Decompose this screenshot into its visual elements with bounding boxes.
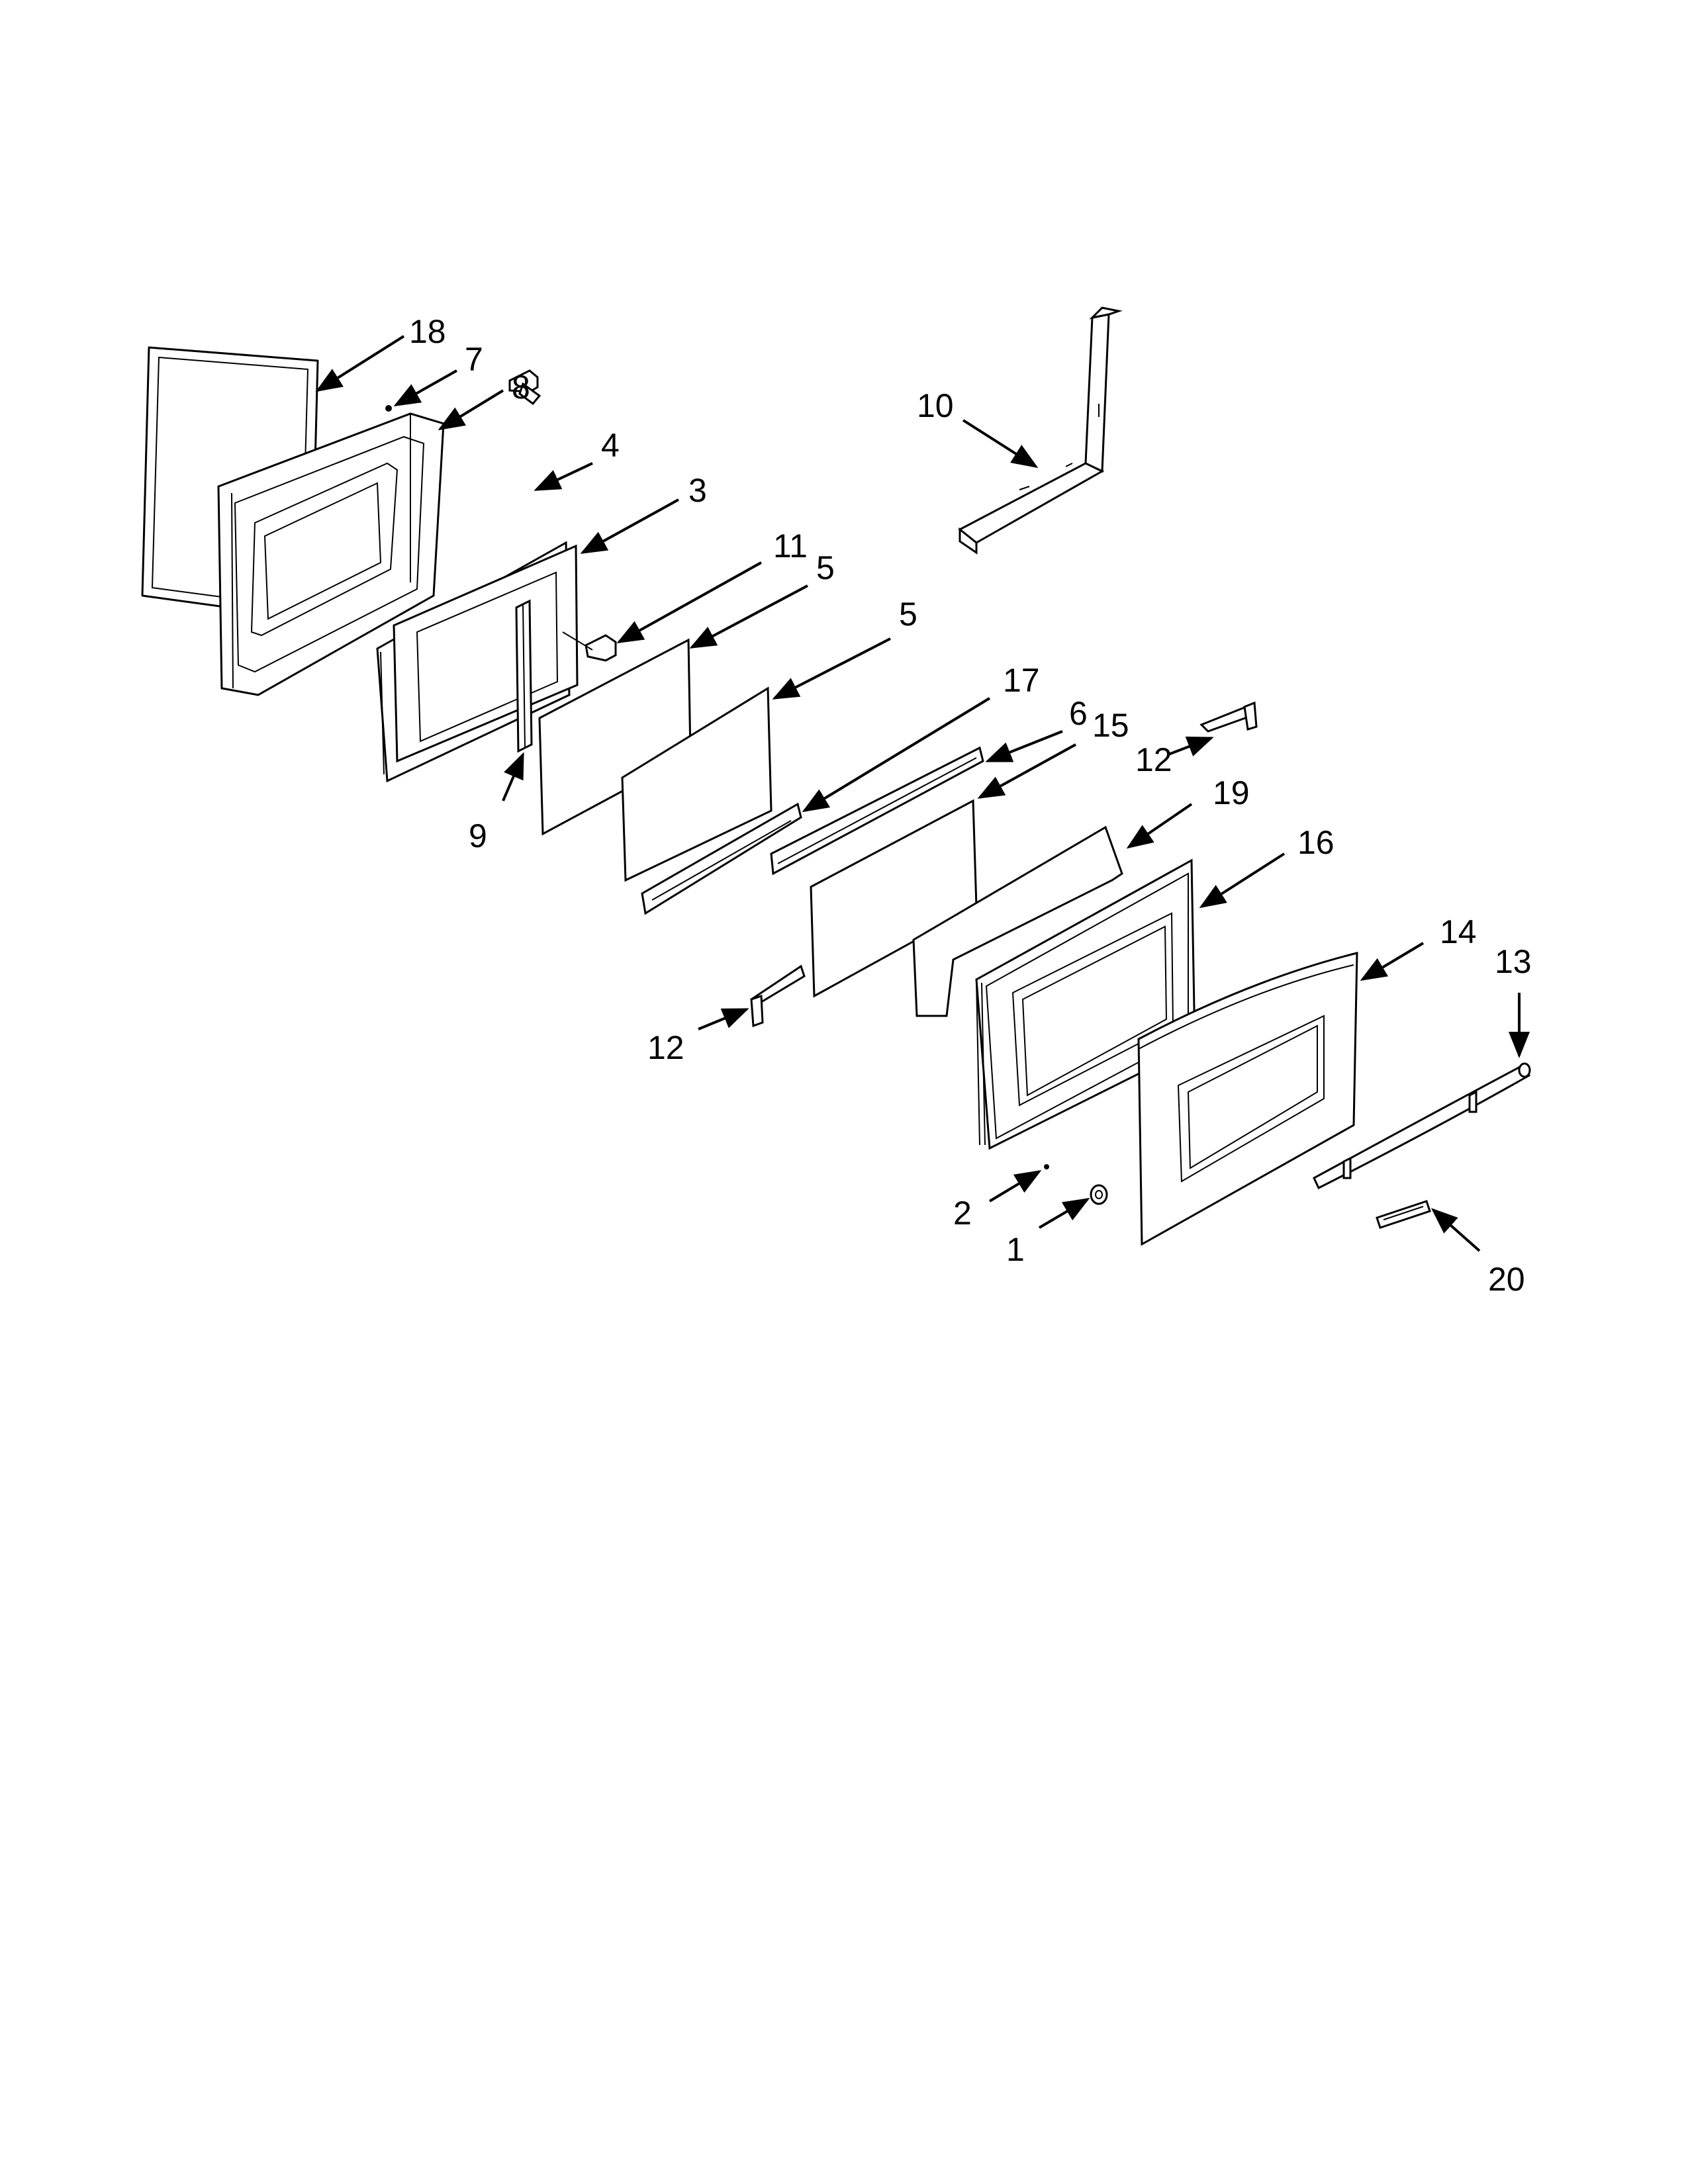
callout-6: 6 [1069, 695, 1088, 732]
part-11-screw [562, 631, 617, 662]
part-20-nameplate [1376, 1200, 1431, 1229]
callout-12-lower: 12 [647, 1029, 684, 1066]
leader-1 [1038, 1197, 1090, 1229]
leader-19 [1126, 803, 1193, 849]
callout-7: 7 [465, 341, 483, 378]
part-6-long-strip [770, 746, 984, 876]
leader-lines [315, 335, 1530, 1252]
leader-5b [772, 637, 891, 700]
callout-13: 13 [1495, 943, 1532, 980]
part-7-screw [385, 405, 392, 412]
callout-19: 19 [1213, 774, 1250, 811]
leader-4 [534, 462, 593, 491]
callout-numbers: 18 7 8 4 3 11 5 5 9 10 17 6 15 12 12 19 … [409, 313, 1532, 1298]
part-9-side-channel [515, 599, 533, 753]
callout-20: 20 [1488, 1261, 1525, 1298]
callout-12-upper: 12 [1135, 741, 1172, 778]
leader-18 [315, 335, 405, 392]
callout-9: 9 [469, 817, 487, 854]
leader-9 [502, 752, 524, 801]
callout-5a: 5 [816, 549, 835, 586]
leader-8 [438, 389, 504, 431]
leader-16 [1199, 852, 1286, 909]
leader-15 [977, 743, 1076, 799]
part-1-grommet [1090, 1184, 1108, 1205]
leader-10 [962, 419, 1039, 469]
leader-20 [1431, 1208, 1481, 1252]
callout-16: 16 [1297, 824, 1335, 861]
part-12-hinge-bracket-upper [1199, 701, 1258, 733]
callout-1: 1 [1006, 1231, 1025, 1268]
callout-15: 15 [1092, 707, 1129, 744]
leader-2 [988, 1169, 1042, 1203]
callout-17: 17 [1003, 662, 1040, 699]
leader-3 [580, 498, 679, 554]
leader-5a [689, 584, 808, 649]
callout-11: 11 [773, 527, 808, 565]
part-10-vent-duct [958, 306, 1123, 555]
callout-18: 18 [409, 313, 446, 350]
leader-12-lower [698, 1008, 749, 1030]
leader-14 [1360, 942, 1425, 981]
leader-7 [393, 369, 457, 406]
part-3-door-liner [376, 541, 579, 783]
part-8-inner-door-frame [217, 412, 445, 696]
callout-10: 10 [917, 387, 954, 424]
part-13-handle [1313, 1062, 1531, 1190]
callout-3: 3 [688, 472, 707, 509]
callout-8: 8 [512, 369, 530, 406]
part-19-insulation-sheet [912, 825, 1123, 1017]
callout-2: 2 [953, 1195, 972, 1232]
part-12-hinge-bracket-lower [750, 964, 806, 1028]
part-17-bracket-strip [641, 802, 802, 915]
callout-14: 14 [1440, 913, 1477, 950]
part-14-outer-door-panel [1137, 952, 1358, 1246]
leader-17 [802, 697, 991, 813]
callout-5b: 5 [899, 596, 917, 633]
part-4-screw [508, 369, 541, 406]
leader-12-upper [1168, 736, 1214, 756]
leader-6 [985, 730, 1063, 762]
leader-11 [616, 561, 762, 643]
callout-4: 4 [601, 427, 620, 464]
part-5-glass-pane-b [621, 686, 773, 882]
part-2-screw [1044, 1164, 1049, 1169]
